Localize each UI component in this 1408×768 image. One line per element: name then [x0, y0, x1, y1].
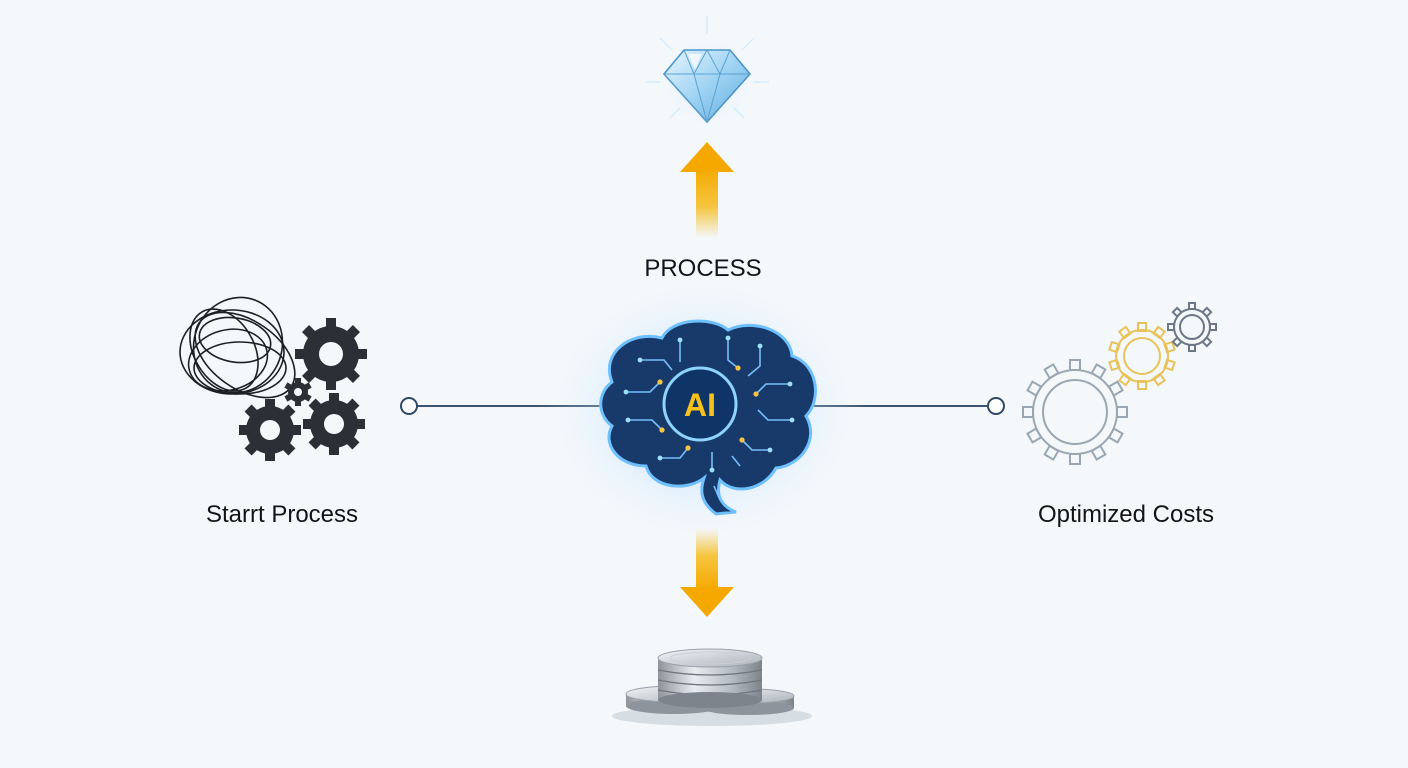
- right-label: Optimized Costs: [1037, 501, 1215, 528]
- coin-stack-icon: [612, 648, 812, 726]
- tangled-gears-icon: [179, 296, 367, 461]
- diamond-icon: [645, 16, 769, 140]
- up-arrow: [680, 142, 734, 238]
- ai-core-disc: [662, 366, 738, 442]
- ai-brain-icon: AI: [538, 270, 868, 550]
- ai-label: AI: [684, 387, 716, 423]
- optimized-gears-icon: [1022, 302, 1217, 465]
- top-label: PROCESS: [644, 255, 762, 282]
- left-label: Starrt Process: [205, 501, 359, 528]
